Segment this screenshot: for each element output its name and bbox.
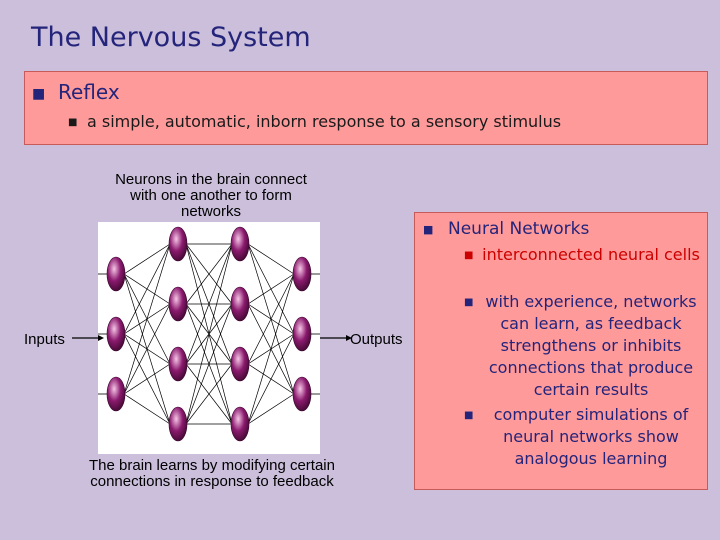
neuron-node bbox=[168, 346, 188, 382]
network-connection bbox=[247, 243, 295, 275]
square-bullet-icon: ■ bbox=[464, 410, 474, 421]
network-graphic bbox=[98, 226, 320, 442]
outputs-label: Outputs bbox=[350, 331, 403, 348]
neural-networks-box: ■ Neural Networks ■ interconnected neura… bbox=[414, 212, 708, 490]
neuron-node bbox=[230, 226, 250, 262]
neuron-node bbox=[106, 316, 126, 352]
square-bullet-icon: ■ bbox=[423, 223, 434, 236]
neuron-node bbox=[230, 286, 250, 322]
network-connection bbox=[185, 243, 233, 365]
network-connection bbox=[185, 243, 233, 305]
network-connection bbox=[123, 303, 171, 395]
nn-item-2: with experience, networks can learn, as … bbox=[485, 292, 697, 399]
input-arrow-head bbox=[98, 335, 104, 341]
neuron-node bbox=[292, 316, 312, 352]
diagram-caption-top: Neurons in the brain connect with one an… bbox=[115, 171, 307, 220]
reflex-box: ■ Reflex ■ a simple, automatic, inborn r… bbox=[24, 71, 708, 145]
neuron-node bbox=[106, 256, 126, 292]
neural-network-diagram bbox=[98, 222, 320, 454]
nn-item-1: interconnected neural cells bbox=[482, 245, 700, 264]
nn-item-3: computer simulations of neural networks … bbox=[493, 405, 689, 468]
network-connection bbox=[247, 333, 295, 425]
network-connection bbox=[123, 243, 171, 395]
square-bullet-icon: ■ bbox=[464, 250, 474, 261]
square-bullet-icon: ■ bbox=[68, 117, 78, 128]
neuron-node bbox=[168, 286, 188, 322]
network-connection bbox=[123, 243, 171, 335]
network-connection bbox=[185, 243, 233, 425]
network-connection bbox=[185, 363, 233, 425]
neuron-node bbox=[106, 376, 126, 412]
diagram-caption-bottom: The brain learns by modifying certain co… bbox=[89, 457, 335, 490]
network-connection bbox=[247, 393, 295, 425]
neuron-node bbox=[292, 256, 312, 292]
neuron-node bbox=[168, 226, 188, 262]
square-bullet-icon: ■ bbox=[464, 297, 474, 308]
slide-title: The Nervous System bbox=[31, 22, 311, 53]
output-arrow-head bbox=[346, 335, 352, 341]
neuron-node bbox=[230, 406, 250, 442]
network-connection bbox=[123, 393, 171, 425]
neuron-node bbox=[230, 346, 250, 382]
network-connection bbox=[123, 363, 171, 395]
network-connection bbox=[247, 273, 295, 365]
network-connection bbox=[185, 303, 233, 425]
network-connection bbox=[123, 243, 171, 275]
square-bullet-icon: ■ bbox=[32, 86, 46, 102]
network-connection bbox=[247, 273, 295, 305]
inputs-label: Inputs bbox=[24, 331, 65, 348]
neuron-node bbox=[292, 376, 312, 412]
neuron-node bbox=[168, 406, 188, 442]
neural-networks-heading: Neural Networks bbox=[448, 219, 590, 239]
reflex-definition: a simple, automatic, inborn response to … bbox=[87, 112, 562, 131]
reflex-heading: Reflex bbox=[58, 80, 120, 104]
network-connection bbox=[247, 273, 295, 425]
